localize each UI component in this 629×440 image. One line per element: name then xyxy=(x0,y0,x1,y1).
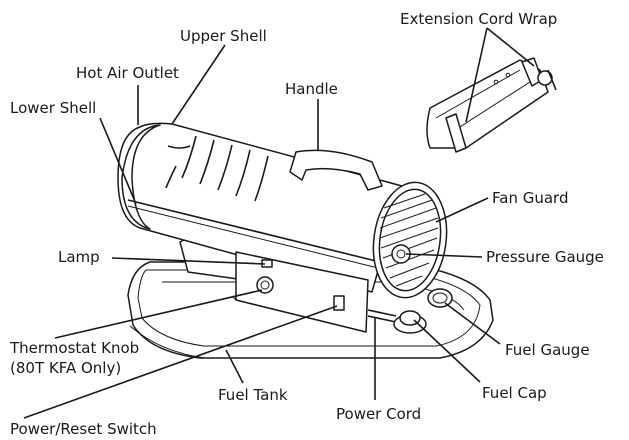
extension-cord-wrap-illustration xyxy=(426,57,557,153)
label-thermostat-knob-note: (80T KFA Only) xyxy=(10,359,121,377)
label-fuel-cap: Fuel Cap xyxy=(482,384,547,402)
label-thermostat-knob: Thermostat Knob xyxy=(9,339,139,357)
label-fuel-tank: Fuel Tank xyxy=(218,386,288,404)
leader-lines xyxy=(23,27,535,419)
label-extension-cord-wrap: Extension Cord Wrap xyxy=(400,10,557,28)
label-hot-air-outlet: Hot Air Outlet xyxy=(76,64,179,82)
label-upper-shell: Upper Shell xyxy=(180,27,267,45)
label-lower-shell: Lower Shell xyxy=(10,99,96,117)
label-fuel-gauge: Fuel Gauge xyxy=(505,341,590,359)
label-fan-guard: Fan Guard xyxy=(492,189,568,207)
label-lamp: Lamp xyxy=(58,248,100,266)
label-power-cord: Power Cord xyxy=(336,405,421,423)
label-pressure-gauge: Pressure Gauge xyxy=(486,248,604,266)
label-power-reset-switch: Power/Reset Switch xyxy=(10,420,157,438)
label-handle: Handle xyxy=(285,80,338,98)
heater-body-illustration xyxy=(117,122,453,334)
